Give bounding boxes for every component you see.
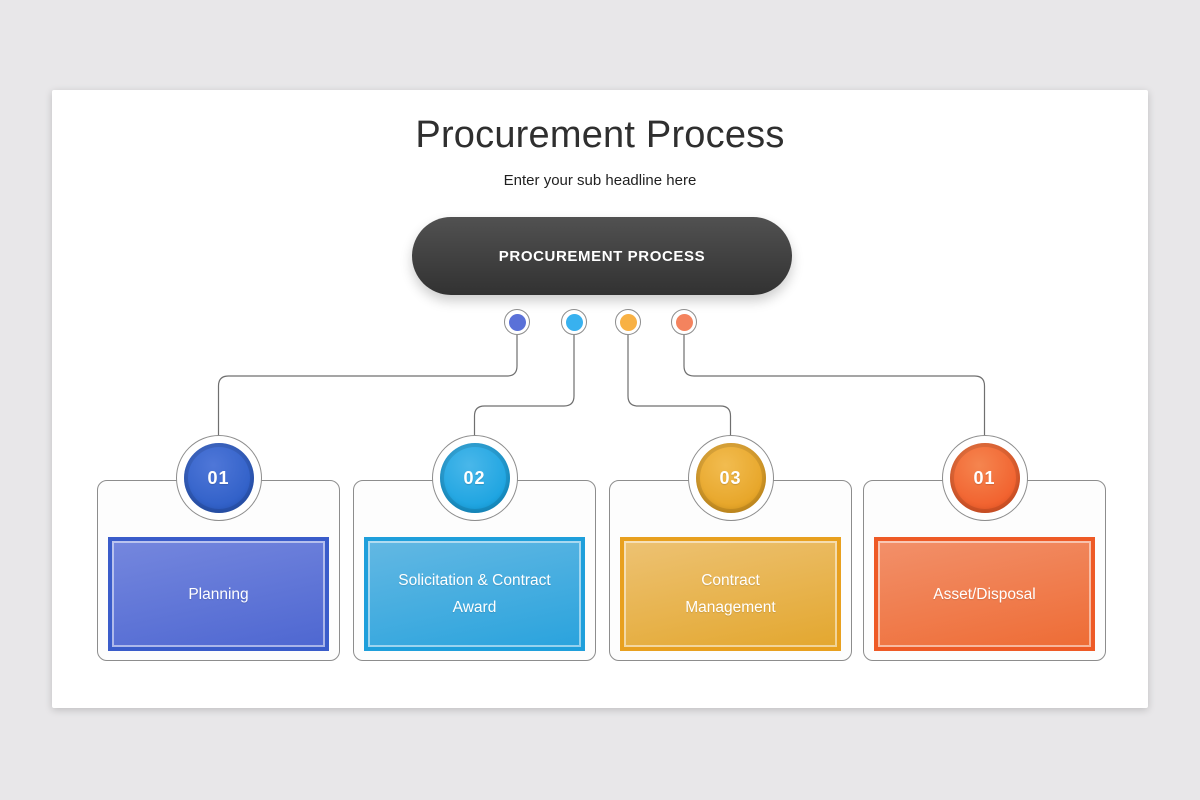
- step-label-line: Management: [685, 599, 776, 616]
- step-number-circle: 02: [431, 435, 518, 521]
- connector-dot-ring: [671, 309, 697, 335]
- step-label-line: Solicitation & Contract: [398, 572, 551, 589]
- process-banner: PROCUREMENT PROCESS: [412, 217, 792, 295]
- step-number-badge: 02: [439, 443, 510, 513]
- step: Asset/Disposal 01: [863, 90, 1106, 708]
- dot-1-icon: [508, 313, 526, 331]
- step-label-line: Contract: [701, 572, 760, 589]
- connector-dot-ring: [561, 309, 587, 335]
- step-number: 01: [207, 467, 230, 488]
- dot-4-icon: [675, 313, 693, 331]
- step-number-circle: 01: [175, 435, 262, 521]
- connector-dot-ring: [504, 309, 530, 335]
- page-title: Procurement Process: [415, 114, 785, 156]
- connector-dot-ring: [615, 309, 641, 335]
- step-card: Planning: [97, 480, 340, 661]
- step-label-line: Asset/Disposal: [933, 585, 1036, 603]
- step-label-box: Asset/Disposal: [874, 537, 1095, 651]
- step-label-box: Planning: [108, 537, 329, 651]
- step-number: 01: [973, 467, 996, 488]
- step: Planning 01: [97, 90, 340, 708]
- slide: Procurement Process Enter your sub headl…: [52, 90, 1148, 708]
- page-subtitle: Enter your sub headline here: [503, 172, 697, 189]
- step-number: 03: [719, 467, 742, 488]
- step-number: 02: [463, 467, 486, 488]
- step-label-line: Planning: [188, 585, 249, 603]
- step-number-circle: 01: [941, 435, 1028, 521]
- dot-2-icon: [565, 313, 583, 331]
- dot-3-icon: [619, 313, 637, 331]
- step-number-badge: 01: [183, 443, 254, 513]
- step-number-badge: 01: [949, 443, 1020, 513]
- step-card: Asset/Disposal: [863, 480, 1106, 661]
- process-banner-label: PROCUREMENT PROCESS: [498, 247, 706, 265]
- step-label-line: Award: [452, 599, 497, 616]
- step-number-circle: 03: [687, 435, 774, 521]
- step-number-badge: 03: [695, 443, 766, 513]
